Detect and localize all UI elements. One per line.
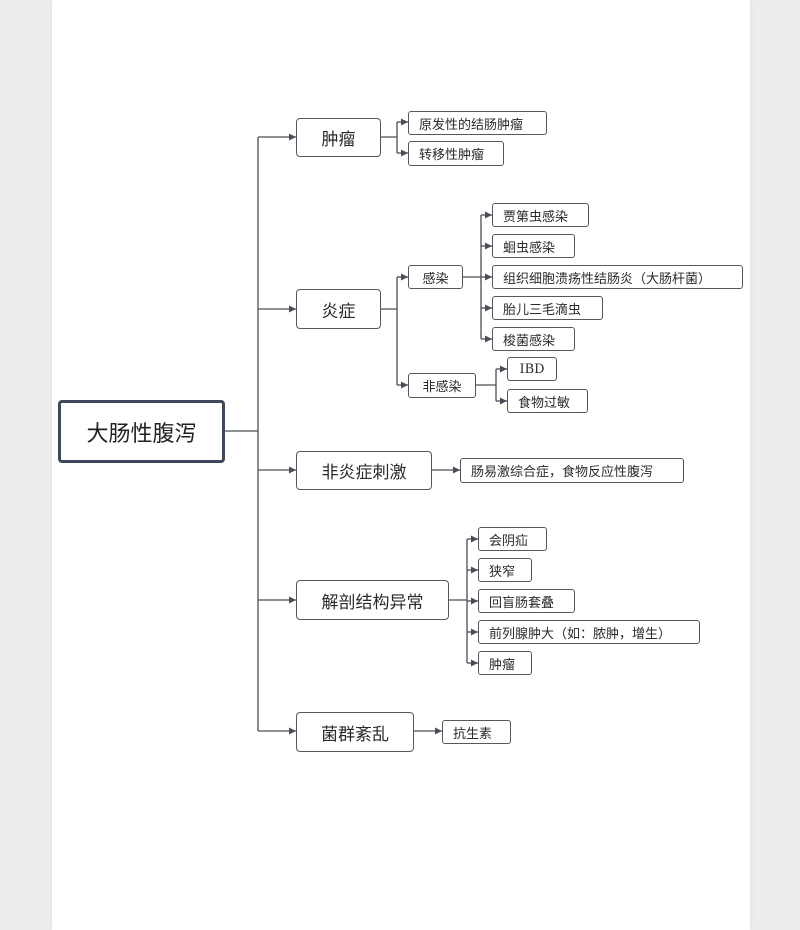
branch-noninflammatory[interactable]: 非炎症刺激 (296, 451, 432, 490)
root-node[interactable]: 大肠性腹泻 (58, 400, 225, 463)
leaf-histiocytic-colitis[interactable]: 组织细胞溃疡性结肠炎（大肠杆菌） (492, 265, 743, 289)
leaf-ibs[interactable]: 肠易激综合症，食物反应性腹泻 (460, 458, 684, 483)
leaf-primary-colon-tumor[interactable]: 原发性的结肠肿瘤 (408, 111, 547, 135)
leaf-clostridium[interactable]: 梭菌感染 (492, 327, 575, 351)
leaf-prostate-enlargement[interactable]: 前列腺肿大（如：脓肿，增生） (478, 620, 700, 644)
leaf-antibiotics[interactable]: 抗生素 (442, 720, 511, 744)
leaf-giardia[interactable]: 贾第虫感染 (492, 203, 589, 227)
leaf-ileocecal-intussusception[interactable]: 回盲肠套叠 (478, 589, 575, 613)
leaf-food-allergy[interactable]: 食物过敏 (507, 389, 588, 413)
leaf-tritrichomonas[interactable]: 胎儿三毛滴虫 (492, 296, 603, 320)
leaf-perineal-hernia[interactable]: 会阴疝 (478, 527, 547, 551)
branch-dysbiosis[interactable]: 菌群紊乱 (296, 712, 414, 752)
leaf-metastatic-tumor[interactable]: 转移性肿瘤 (408, 141, 504, 166)
branch-anatomical[interactable]: 解剖结构异常 (296, 580, 449, 620)
subbranch-noninfection[interactable]: 非感染 (408, 373, 476, 398)
branch-inflammation[interactable]: 炎症 (296, 289, 381, 329)
branch-tumor[interactable]: 肿瘤 (296, 118, 381, 157)
leaf-anatomical-tumor[interactable]: 肿瘤 (478, 651, 532, 675)
leaf-stricture[interactable]: 狭窄 (478, 558, 532, 582)
leaf-ibd[interactable]: IBD (507, 357, 557, 381)
leaf-roundworm[interactable]: 蛔虫感染 (492, 234, 575, 258)
subbranch-infection[interactable]: 感染 (408, 265, 463, 289)
